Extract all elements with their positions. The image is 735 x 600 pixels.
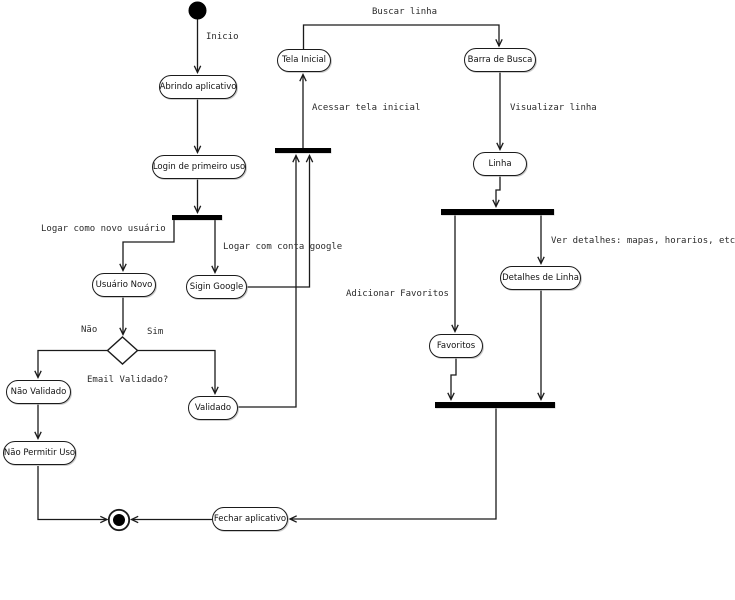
edge-label-inicio: Inicio [206, 32, 239, 42]
activity-nao-permitir-uso: Não Permitir Uso [3, 441, 76, 465]
activity-login-primeiro-uso: Login de primeiro uso [152, 155, 246, 179]
edge-nao-permitir-final [37, 466, 109, 524]
edge-sigin-join [247, 153, 314, 288]
edge-fork-usuario-novo [119, 220, 175, 273]
activity-barra-de-busca: Barra de Busca [464, 48, 536, 72]
edge-join2-fechar [288, 408, 497, 523]
activity-fechar-aplicativo: Fechar aplicativo [212, 507, 288, 531]
edge-label-logar-novo-usuario: Logar como novo usuário [41, 224, 166, 234]
final-node [107, 508, 131, 532]
activity-nao-validado: Não Validado [6, 380, 71, 404]
edge-favoritos-join2 [447, 358, 457, 402]
join-bar-tela-inicial [275, 148, 331, 153]
edge-decision-nao-validado [34, 349, 108, 380]
fork-bar-linha [441, 209, 554, 215]
edge-linha-fork2 [492, 176, 501, 209]
activity-validado: Validado [188, 396, 238, 420]
initial-node [188, 1, 207, 20]
edge-label-visualizar-linha: Visualizar linha [510, 103, 597, 113]
edge-validado-join [238, 153, 300, 408]
activity-detalhes-de-linha: Detalhes de Linha [500, 266, 581, 290]
join-bar-favoritos [435, 402, 555, 408]
activity-tela-inicial: Tela Inicial [277, 49, 331, 72]
activity-favoritos: Favoritos [429, 334, 483, 358]
activity-usuario-novo: Usuário Novo [92, 273, 156, 297]
activity-sigin-google: Sigin Google [186, 275, 247, 299]
edge-label-acessar-tela-inicial: Acessar tela inicial [312, 103, 421, 113]
edge-tela-barra-busca [302, 24, 503, 49]
edge-label-sim: Sim [147, 327, 164, 337]
fork-bar-login [172, 215, 222, 220]
edge-label-ver-detalhes: Ver detalhes: mapas, horarios, etc. [551, 236, 735, 246]
edge-label-buscar-linha: Buscar linha [372, 7, 438, 17]
edge-label-email-validado: Email Validado? [87, 375, 169, 385]
edge-label-nao: Não [81, 325, 98, 335]
decision-email-validado [106, 336, 139, 365]
activity-abrindo-aplicativo: Abrindo aplicativo [159, 75, 237, 99]
edge-label-adicionar-favoritos: Adicionar Favoritos [346, 289, 449, 299]
edge-decision-validado [137, 349, 219, 396]
edge-label-logar-conta-google: Logar com conta google [223, 242, 343, 252]
activity-linha: Linha [473, 152, 527, 176]
